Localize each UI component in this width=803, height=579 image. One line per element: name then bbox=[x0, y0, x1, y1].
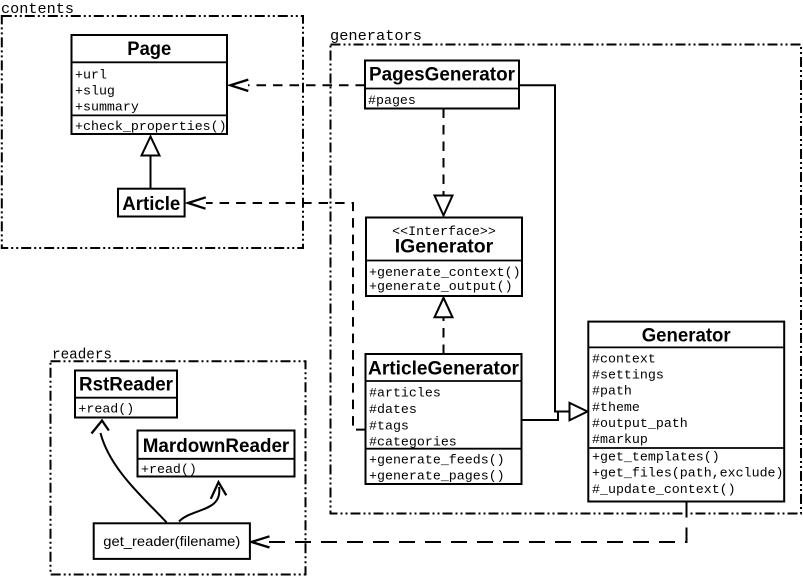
svg-text:#markup: #markup bbox=[592, 432, 648, 447]
svg-text:IGenerator: IGenerator bbox=[395, 237, 494, 258]
svg-text:+check_properties(): +check_properties() bbox=[75, 119, 227, 134]
svg-text:get_reader(filename): get_reader(filename) bbox=[103, 533, 240, 549]
svg-text:ArticleGenerator: ArticleGenerator bbox=[368, 359, 520, 380]
svg-text:contents: contents bbox=[1, 1, 74, 18]
svg-text:Page: Page bbox=[127, 39, 171, 60]
svg-text:+summary: +summary bbox=[75, 100, 139, 115]
svg-text:+slug: +slug bbox=[75, 84, 115, 99]
svg-text:+get_templates(): +get_templates() bbox=[592, 449, 720, 464]
svg-text:+generate_pages(): +generate_pages() bbox=[369, 469, 505, 484]
svg-text:+read(): +read() bbox=[141, 462, 197, 477]
svg-text:#categories: #categories bbox=[369, 435, 457, 450]
svg-text:+generate_output(): +generate_output() bbox=[369, 279, 513, 294]
svg-text:#tags: #tags bbox=[369, 418, 409, 433]
svg-text:+generate_feeds(): +generate_feeds() bbox=[369, 452, 505, 467]
svg-text:PagesGenerator: PagesGenerator bbox=[369, 65, 516, 86]
svg-text:#output_path: #output_path bbox=[592, 416, 688, 431]
svg-text:+read(): +read() bbox=[78, 402, 134, 417]
svg-text:Generator: Generator bbox=[642, 326, 732, 347]
svg-text:Article: Article bbox=[122, 194, 180, 215]
svg-text:#dates: #dates bbox=[369, 402, 417, 417]
svg-text:+url: +url bbox=[75, 67, 107, 82]
svg-text:+get_files(path,exclude): +get_files(path,exclude) bbox=[592, 466, 784, 481]
svg-text:<<Interface>>: <<Interface>> bbox=[392, 224, 496, 239]
svg-text:#context: #context bbox=[592, 352, 656, 367]
svg-text:#path: #path bbox=[592, 384, 632, 399]
svg-text:MardownReader: MardownReader bbox=[143, 436, 290, 457]
svg-text:#articles: #articles bbox=[369, 386, 441, 401]
svg-text:#pages: #pages bbox=[368, 93, 416, 108]
svg-text:#_update_context(): #_update_context() bbox=[592, 482, 736, 497]
svg-text:+generate_context(): +generate_context() bbox=[369, 265, 521, 280]
svg-text:#theme: #theme bbox=[592, 400, 640, 415]
svg-text:readers: readers bbox=[52, 347, 112, 364]
svg-text:generators: generators bbox=[330, 28, 422, 45]
svg-text:RstReader: RstReader bbox=[79, 375, 174, 396]
svg-text:#settings: #settings bbox=[592, 368, 664, 383]
